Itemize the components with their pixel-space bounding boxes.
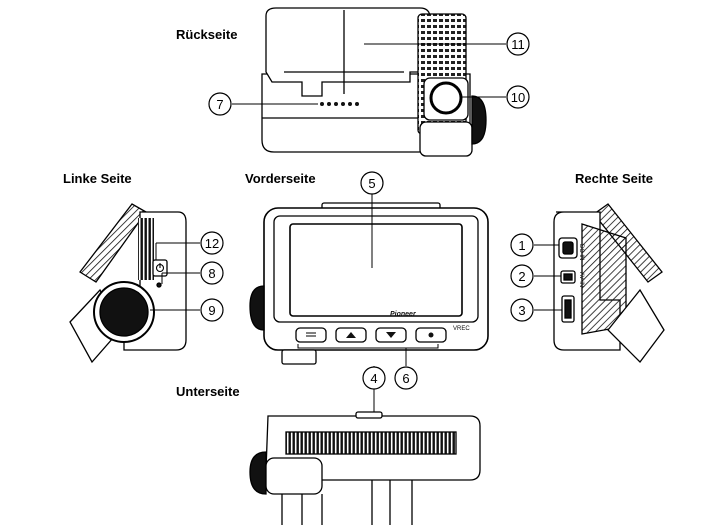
label-linke-seite: Linke Seite	[63, 171, 132, 186]
label-rueckseite: Rückseite	[176, 27, 238, 42]
svg-text:5: 5	[368, 176, 375, 191]
leader-lines	[150, 43, 562, 412]
callout-9: 9	[200, 298, 224, 322]
right-side-view: DC IN AV IN	[553, 203, 665, 363]
bottom-view	[249, 411, 481, 525]
label-vorderseite: Vorderseite	[245, 171, 316, 186]
svg-text:9: 9	[208, 303, 215, 318]
label-unterseite: Unterseite	[176, 384, 240, 399]
front-view: VREC Pioneer	[249, 202, 489, 365]
callout-8: 8	[200, 261, 224, 285]
svg-text:3: 3	[518, 303, 525, 318]
svg-text:10: 10	[511, 90, 525, 105]
triangle-down-icon	[386, 332, 396, 338]
callouts: 7 11 10 12 8 9 5 1 2 3 4 6	[200, 32, 534, 390]
av-in-label: AV IN	[578, 272, 584, 287]
dc-in-label: DC IN	[578, 244, 584, 260]
callout-2: 2	[510, 264, 534, 288]
callout-3: 3	[510, 298, 534, 322]
menu-icon	[306, 332, 316, 337]
back-view	[261, 7, 487, 157]
record-dot-icon	[428, 332, 434, 338]
svg-text:12: 12	[205, 236, 219, 251]
svg-text:6: 6	[402, 371, 409, 386]
callout-5: 5	[360, 171, 384, 195]
callout-6: 6	[394, 366, 418, 390]
svg-text:7: 7	[216, 97, 223, 112]
front-badge: VREC	[453, 326, 470, 332]
label-rechte-seite: Rechte Seite	[575, 171, 654, 186]
brand-logo: Pioneer	[390, 311, 417, 318]
callout-12: 12	[200, 231, 224, 255]
svg-text:8: 8	[208, 266, 215, 281]
triangle-up-icon	[346, 332, 356, 338]
callout-1: 1	[510, 233, 534, 257]
svg-text:4: 4	[370, 371, 377, 386]
callout-4: 4	[362, 366, 386, 390]
svg-text:1: 1	[518, 238, 525, 253]
svg-text:2: 2	[518, 269, 525, 284]
callout-11: 11	[506, 32, 530, 56]
svg-text:11: 11	[511, 37, 525, 52]
left-side-view	[69, 203, 187, 364]
callout-10: 10	[506, 85, 530, 109]
callout-7: 7	[208, 92, 232, 116]
